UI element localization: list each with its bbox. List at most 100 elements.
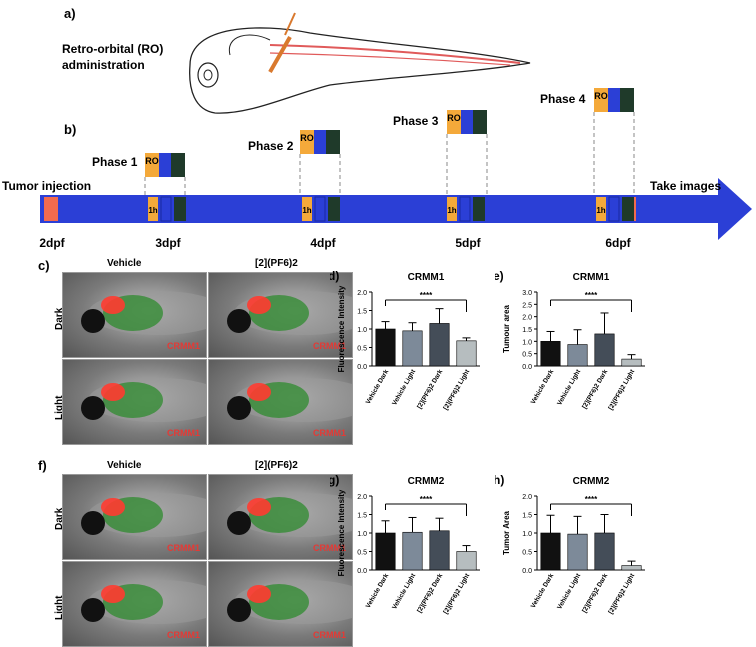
tumor-injection-marker xyxy=(44,197,58,221)
phase-label-4: Phase 4 xyxy=(540,92,586,106)
cell-line-tag: CRMM1 xyxy=(167,543,200,553)
tumor-red-signal xyxy=(101,585,125,603)
axis-ro-segment xyxy=(447,197,457,221)
chart-title: CRMM1 xyxy=(573,272,610,283)
grid1-col-compound: [2](PF6)2 xyxy=(255,258,298,269)
fish-eye xyxy=(81,598,105,622)
tumor-red-signal xyxy=(101,383,125,401)
axis-dark-segment xyxy=(622,197,634,221)
phase-dark-box xyxy=(326,130,340,154)
zebrafish-image-compound-dark: CRMM1 xyxy=(208,272,353,358)
phase-ro-text: RO xyxy=(447,113,461,123)
y-tick-label: 1.0 xyxy=(522,339,532,346)
zebrafish-image-vehicle-light: CRMM1 xyxy=(62,561,207,647)
cell-line-tag: CRMM1 xyxy=(313,341,346,351)
bar-2 xyxy=(429,323,450,367)
panel-c-letter: c) xyxy=(38,258,50,273)
x-tick-label: [2](PF6)2 Light xyxy=(442,572,471,616)
axis-light-segment xyxy=(314,196,326,222)
day-label-2dpf: 2dpf xyxy=(39,236,65,250)
bar-1 xyxy=(567,533,588,571)
phase-dark-box xyxy=(620,88,634,112)
panel-f-letter: f) xyxy=(38,458,47,473)
axis-ro-segment xyxy=(302,197,312,221)
x-tick-label: Vehicle Light xyxy=(391,572,418,611)
y-tick-label: 0.0 xyxy=(357,364,367,371)
x-tick-label: Vehicle Light xyxy=(556,572,583,611)
cell-line-tag: CRMM1 xyxy=(313,630,346,640)
bar-0 xyxy=(540,341,561,367)
phase-ro-box xyxy=(145,153,159,177)
axis-dark-segment xyxy=(473,197,485,221)
x-tick-label: [2](PF6)2 Dark xyxy=(416,572,444,614)
cell-line-tag: CRMM1 xyxy=(167,341,200,351)
y-axis-label: Tumor Area xyxy=(502,510,511,555)
bar-1 xyxy=(402,330,423,367)
axis-hour-text: 1h xyxy=(148,206,157,215)
x-tick-label: Vehicle Dark xyxy=(530,368,556,405)
tumor-red-signal xyxy=(101,498,125,516)
day-label-6dpf: 6dpf xyxy=(605,236,631,250)
y-tick-label: 1.0 xyxy=(357,327,367,334)
take-images-label: Take images xyxy=(650,179,721,193)
grid1-col-vehicle: Vehicle xyxy=(107,258,142,269)
axis-light-segment xyxy=(608,196,620,222)
zebrafish-image-compound-light: CRMM1 xyxy=(208,561,353,647)
x-tick-label: [2](PF6)2 Light xyxy=(607,572,636,616)
fish-eye xyxy=(81,309,105,333)
zebrafish-image-vehicle-dark: CRMM1 xyxy=(62,474,207,560)
tumor-red-signal xyxy=(247,498,271,516)
phase-dark-box xyxy=(171,153,185,177)
day-label-5dpf: 5dpf xyxy=(455,236,481,250)
panel-b-letter: b) xyxy=(64,122,77,137)
significance-label: **** xyxy=(420,495,433,504)
chart-letter: h) xyxy=(495,473,504,487)
phase-light-box xyxy=(461,110,473,134)
grid2-col-vehicle: Vehicle xyxy=(107,460,142,471)
y-tick-label: 3.0 xyxy=(522,290,532,297)
significance-label: **** xyxy=(420,291,433,300)
axis-dark-segment xyxy=(328,197,340,221)
fish-eye xyxy=(227,598,251,622)
tumor-red-signal xyxy=(101,296,125,314)
chart-title: CRMM2 xyxy=(408,476,445,487)
phase-light-box xyxy=(159,153,171,177)
x-tick-label: [2](PF6)2 Light xyxy=(442,368,471,412)
ro-caption-line2: administration xyxy=(62,58,145,72)
significance-label: **** xyxy=(585,495,598,504)
axis-hour-text: 1h xyxy=(447,206,456,215)
x-tick-label: [2](PF6)2 Light xyxy=(607,368,636,412)
phase-ro-box xyxy=(594,88,608,112)
y-axis-label: Fluorescence Intensity xyxy=(337,489,346,576)
phase-ro-text: RO xyxy=(145,156,159,166)
phase-label-2: Phase 2 xyxy=(248,139,294,153)
day-label-4dpf: 4dpf xyxy=(310,236,336,250)
y-tick-label: 0.5 xyxy=(357,550,367,557)
ro-caption-line1: Retro-orbital (RO) xyxy=(62,42,164,56)
cell-line-tag: CRMM1 xyxy=(167,428,200,438)
grid2-col-compound: [2](PF6)2 xyxy=(255,460,298,471)
tumor-red-signal xyxy=(247,585,271,603)
tumor-red-signal xyxy=(247,296,271,314)
y-tick-label: 0.5 xyxy=(357,346,367,353)
x-tick-label: Vehicle Dark xyxy=(530,572,556,609)
timeline-arrow-head xyxy=(718,178,752,240)
zebrafish-image-compound-light: CRMM1 xyxy=(208,359,353,445)
bar-3 xyxy=(456,551,477,571)
axis-ro-segment xyxy=(148,197,158,221)
y-tick-label: 2.5 xyxy=(522,302,532,309)
y-tick-label: 0.5 xyxy=(522,550,532,557)
fish-eye xyxy=(227,309,251,333)
axis-ro-segment xyxy=(596,197,606,221)
tumor-injection-label: Tumor injection xyxy=(2,179,91,193)
y-tick-label: 1.5 xyxy=(522,513,532,520)
phase-ro-text: RO xyxy=(594,91,608,101)
chart-letter: e) xyxy=(495,269,504,283)
chart-title: CRMM1 xyxy=(408,272,445,283)
bar-2 xyxy=(594,333,615,367)
chart-letter: d) xyxy=(330,269,339,283)
significance-label: **** xyxy=(585,291,598,300)
